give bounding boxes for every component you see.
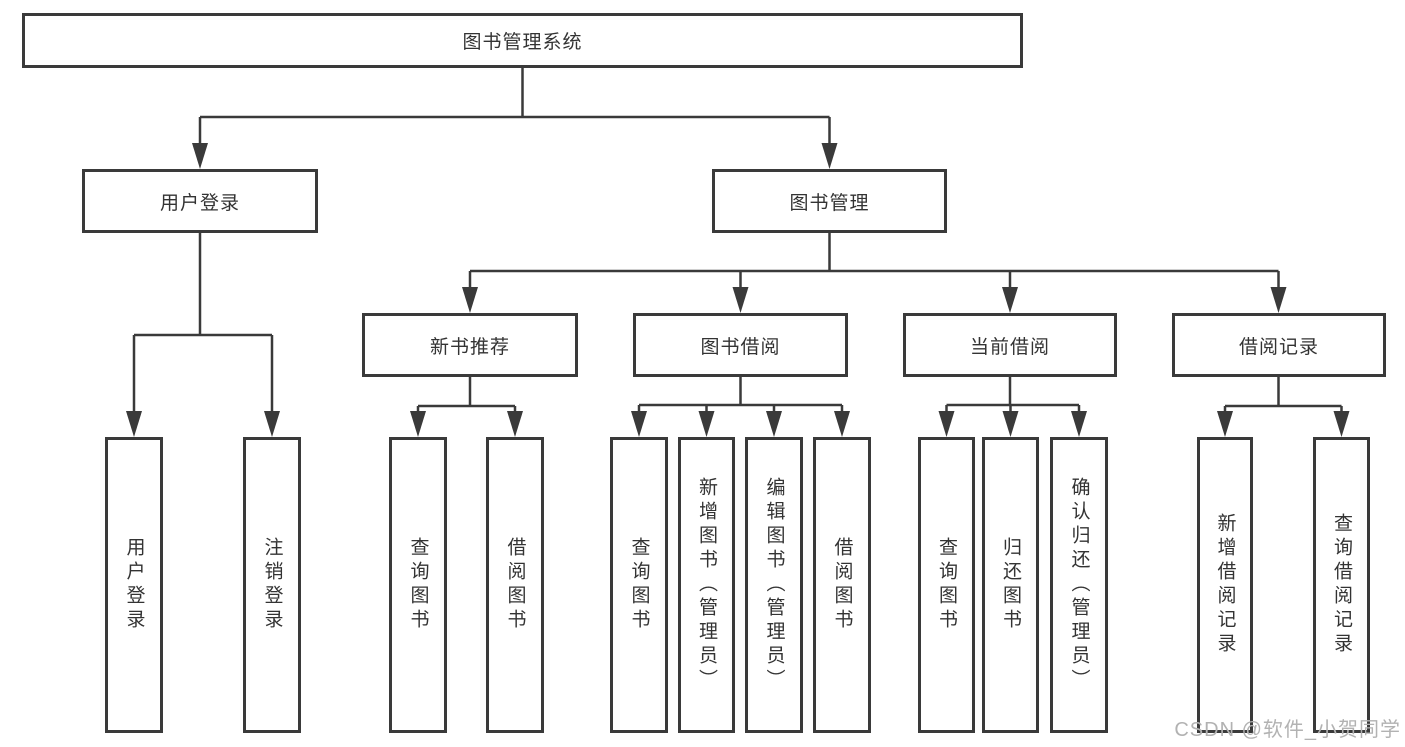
- arrowhead-icon: [1217, 411, 1233, 437]
- node-root: 图书管理系统: [22, 13, 1023, 68]
- node-book-mgmt: 图书管理: [712, 169, 947, 233]
- leaf-logout: 注销登录: [243, 437, 301, 733]
- node-borrow-record: 借阅记录: [1172, 313, 1386, 377]
- leaf-br-add-record: 新增借阅记录: [1197, 437, 1253, 733]
- arrowhead-icon: [766, 411, 782, 437]
- connector-root: [198, 68, 831, 150]
- arrowhead-icon: [264, 411, 280, 437]
- arrowhead-icon: [462, 287, 478, 313]
- leaf-bb-edit-book-admin: 编辑图书（管理员）: [745, 437, 803, 733]
- arrowhead-icon: [507, 411, 523, 437]
- arrowhead-icon: [631, 411, 647, 437]
- node-current-borrow: 当前借阅: [903, 313, 1117, 377]
- arrowhead-icon: [1270, 287, 1287, 313]
- connector-book-mgmt: [468, 233, 1280, 294]
- node-book-borrow: 图书借阅: [633, 313, 848, 377]
- leaf-cb-return-book: 归还图书: [982, 437, 1039, 733]
- leaf-cb-query-book: 查询图书: [918, 437, 975, 733]
- arrowhead-icon: [938, 411, 955, 437]
- leaf-nb-borrow-book: 借阅图书: [486, 437, 544, 733]
- leaf-bb-add-book-admin: 新增图书（管理员）: [678, 437, 735, 733]
- leaf-cb-confirm-return-admin: 确认归还（管理员）: [1050, 437, 1108, 733]
- arrowhead-icon: [821, 143, 838, 169]
- connector-user-login: [132, 233, 274, 418]
- arrowhead-icon: [1002, 411, 1019, 437]
- connector-new-book-rec: [416, 377, 517, 420]
- watermark-text: CSDN @软件_小贺同学: [1174, 719, 1401, 741]
- connector-borrow-record: [1223, 377, 1343, 420]
- arrowhead-icon: [1002, 287, 1018, 313]
- leaf-nb-query-book: 查询图书: [389, 437, 447, 733]
- arrowhead-icon: [834, 411, 850, 437]
- leaf-br-query-record: 查询借阅记录: [1313, 437, 1370, 733]
- arrowhead-icon: [410, 411, 426, 437]
- arrowhead-icon: [1071, 411, 1087, 437]
- arrowhead-icon: [192, 143, 208, 169]
- arrowhead-icon: [732, 287, 749, 313]
- leaf-bb-borrow-book: 借阅图书: [813, 437, 871, 733]
- arrowhead-icon: [698, 411, 715, 437]
- arrowhead-icon: [1333, 411, 1350, 437]
- leaf-bb-query-book: 查询图书: [610, 437, 668, 733]
- node-user-login: 用户登录: [82, 169, 318, 233]
- arrowheads: [126, 143, 1350, 437]
- connector-book-borrow: [637, 377, 844, 420]
- node-new-book-rec: 新书推荐: [362, 313, 578, 377]
- leaf-user-login: 用户登录: [105, 437, 163, 733]
- arrowhead-icon: [126, 411, 142, 437]
